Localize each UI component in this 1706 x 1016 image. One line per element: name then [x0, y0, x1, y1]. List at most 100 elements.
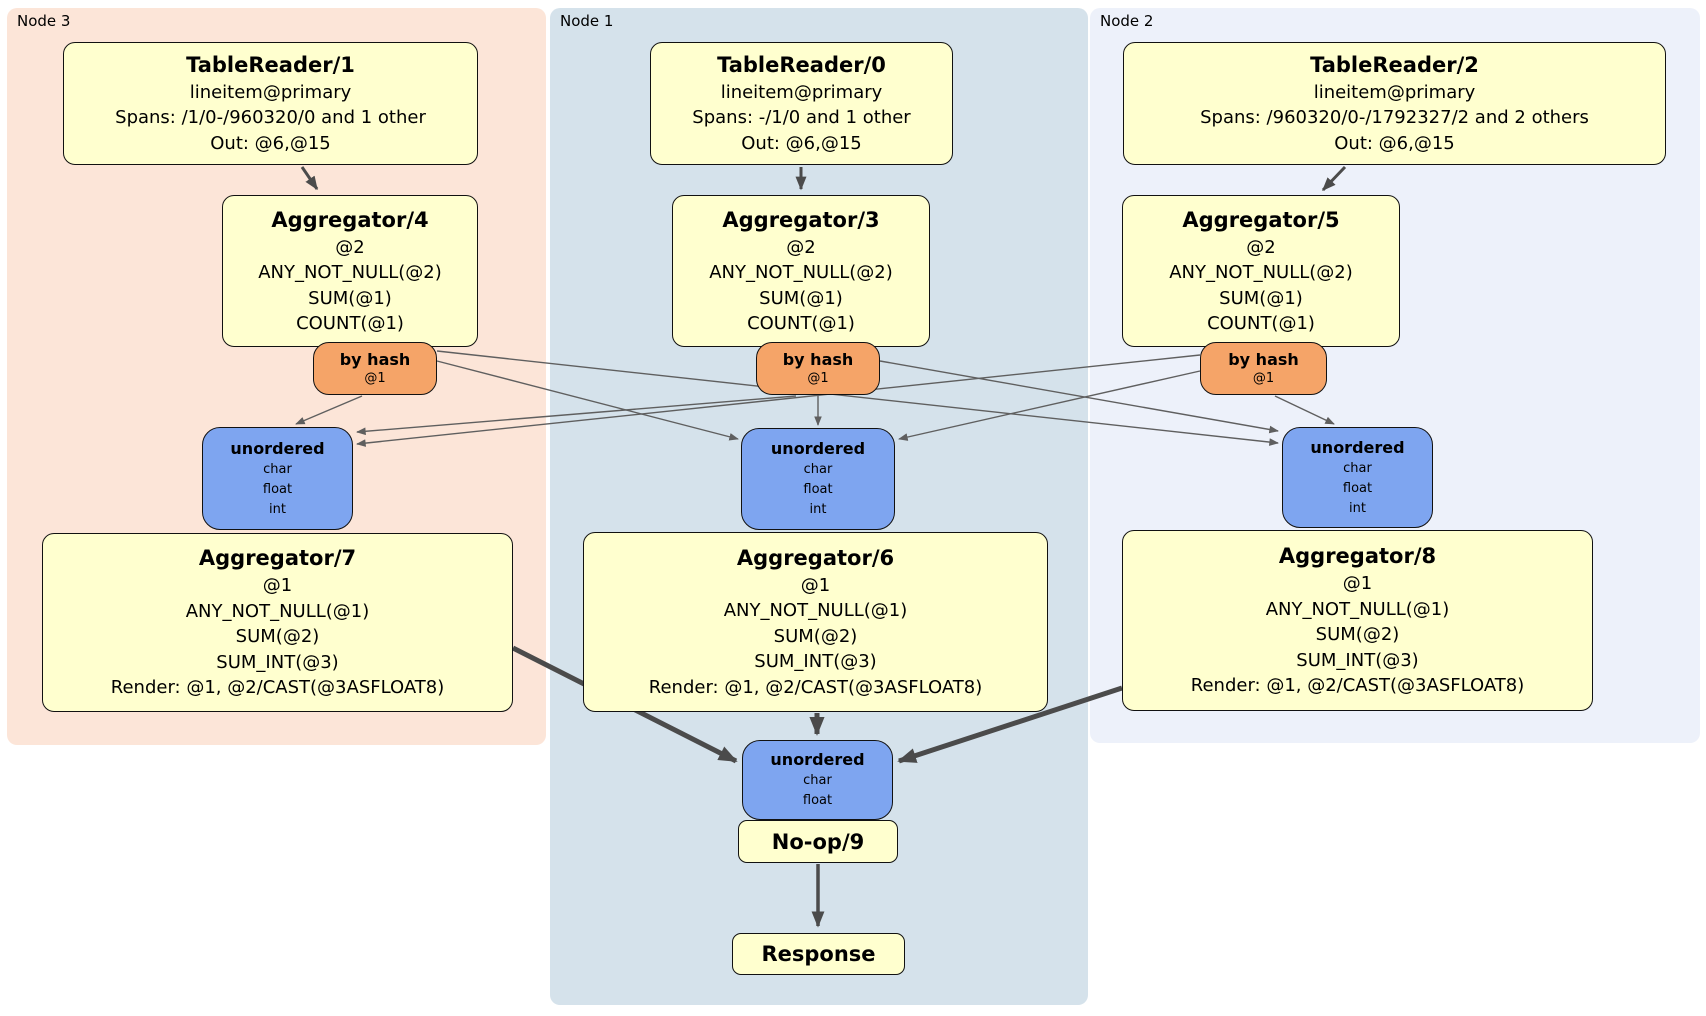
detail-line: Render: @1, @2/CAST(@3ASFLOAT8) — [648, 676, 983, 698]
detail-line: float — [1342, 480, 1373, 496]
processor-title: TableReader/0 — [717, 52, 886, 77]
detail-line: Out: @6,@15 — [210, 132, 331, 154]
detail-line: char — [263, 461, 292, 477]
processor-aggregator-8: Aggregator/8 @1 ANY_NOT_NULL(@1) SUM(@2)… — [1122, 530, 1593, 711]
detail-line: ANY_NOT_NULL(@1) — [723, 600, 908, 622]
detail-line: int — [809, 502, 827, 517]
processor-title: Aggregator/4 — [271, 207, 429, 232]
edge-tr2-agg5 — [1321, 165, 1347, 192]
processor-aggregator-4: Aggregator/4 @2 ANY_NOT_NULL(@2) SUM(@1)… — [222, 195, 478, 347]
router-by-hash-node1: by hash @1 — [756, 342, 880, 395]
detail-line: COUNT(@1) — [296, 313, 404, 334]
detail-line: Out: @6,@15 — [1334, 132, 1455, 154]
detail-line: SUM(@2) — [1315, 624, 1400, 646]
node2-label: Node 2 — [1100, 12, 1154, 30]
detail-line: @2 — [1246, 236, 1276, 258]
detail-line: char — [803, 773, 832, 788]
sync-unordered-node1: unordered char float int — [741, 428, 895, 530]
detail-line: ANY_NOT_NULL(@2) — [709, 262, 893, 283]
detail-line: lineitem@primary — [720, 81, 883, 103]
sync-title: unordered — [230, 438, 325, 458]
detail-line: Render: @1, @2/CAST(@3ASFLOAT8) — [1190, 675, 1525, 697]
router-title: by hash — [1228, 350, 1299, 369]
processor-title: Aggregator/3 — [722, 207, 880, 232]
detail-line: char — [803, 462, 833, 477]
edge-hash1-un3 — [356, 395, 797, 436]
detail-line: int — [1349, 500, 1366, 516]
detail-line: @1 — [1252, 371, 1275, 386]
processor-title: Aggregator/5 — [1182, 207, 1340, 232]
router-title: by hash — [782, 350, 854, 369]
detail-line: @1 — [800, 574, 831, 596]
processor-aggregator-5: Aggregator/5 @2 ANY_NOT_NULL(@2) SUM(@1)… — [1122, 195, 1400, 347]
detail-line: SUM(@1) — [1219, 287, 1303, 309]
detail-line: SUM_INT(@3) — [216, 651, 339, 673]
detail-line: SUM(@1) — [308, 287, 392, 309]
processor-tablereader-0: TableReader/0 lineitem@primary Spans: -/… — [650, 42, 953, 165]
processor-aggregator-7: Aggregator/7 @1 ANY_NOT_NULL(@1) SUM(@2)… — [42, 533, 513, 712]
detail-line: SUM_INT(@3) — [754, 651, 877, 673]
processor-title: Aggregator/7 — [198, 546, 357, 571]
edge-hash2-un3 — [356, 354, 1201, 447]
detail-line: COUNT(@1) — [747, 313, 855, 334]
sync-title: unordered — [1310, 437, 1405, 457]
edge-hash1-un2 — [879, 360, 1279, 434]
edge-tr1-agg4 — [300, 166, 319, 191]
processor-response: Response — [732, 933, 905, 975]
edge-hash2-un2 — [1274, 395, 1335, 425]
detail-line: SUM(@1) — [759, 287, 843, 309]
processor-title: Aggregator/6 — [736, 545, 895, 570]
detail-line: SUM(@2) — [235, 626, 320, 648]
router-by-hash-node2: by hash @1 — [1200, 342, 1327, 395]
sync-title: unordered — [770, 750, 865, 769]
edge-hash3-un3 — [295, 395, 363, 425]
detail-line: float — [802, 793, 833, 808]
detail-line: char — [1343, 460, 1372, 476]
processor-title: Response — [761, 942, 876, 966]
processor-tablereader-2: TableReader/2 lineitem@primary Spans: /9… — [1123, 42, 1666, 165]
processor-title: TableReader/1 — [186, 52, 355, 77]
node1-label: Node 1 — [560, 12, 614, 30]
processor-aggregator-6: Aggregator/6 @1 ANY_NOT_NULL(@1) SUM(@2)… — [583, 532, 1048, 712]
detail-line: COUNT(@1) — [1207, 313, 1315, 334]
sync-title: unordered — [770, 439, 866, 458]
detail-line: Spans: -/1/0 and 1 other — [692, 107, 911, 129]
edge-hash2-un1 — [898, 370, 1201, 441]
detail-line: @2 — [786, 236, 816, 258]
detail-line: @2 — [335, 236, 365, 258]
detail-line: ANY_NOT_NULL(@1) — [185, 600, 370, 622]
detail-line: @1 — [262, 575, 293, 597]
detail-line: @1 — [364, 371, 386, 386]
detail-line: Spans: /1/0-/960320/0 and 1 other — [115, 107, 426, 129]
detail-line: int — [269, 501, 286, 517]
detail-line: ANY_NOT_NULL(@2) — [258, 262, 442, 283]
edge-hash3-un1 — [436, 360, 739, 441]
node3-label: Node 3 — [17, 12, 71, 30]
detail-line: lineitem@primary — [1313, 81, 1476, 103]
sync-unordered-final: unordered char float — [742, 740, 893, 820]
sync-unordered-node3: unordered char float int — [202, 427, 353, 530]
processor-aggregator-3: Aggregator/3 @2 ANY_NOT_NULL(@2) SUM(@1)… — [672, 195, 930, 347]
detail-line: @1 — [1342, 573, 1373, 595]
processor-noop-9: No-op/9 — [738, 820, 898, 863]
detail-line: SUM_INT(@3) — [1296, 649, 1419, 671]
processor-title: TableReader/2 — [1310, 52, 1479, 77]
sync-unordered-node2: unordered char float int — [1282, 427, 1433, 528]
processor-title: Aggregator/8 — [1278, 544, 1437, 569]
processor-tablereader-1: TableReader/1 lineitem@primary Spans: /1… — [63, 42, 478, 165]
router-by-hash-node3: by hash @1 — [313, 342, 437, 395]
edge-agg8-unfinal — [897, 685, 1123, 764]
edge-hash3-un2 — [436, 350, 1279, 446]
detail-line: SUM(@2) — [773, 625, 858, 647]
detail-line: Render: @1, @2/CAST(@3ASFLOAT8) — [110, 677, 445, 699]
detail-line: ANY_NOT_NULL(@1) — [1265, 598, 1450, 620]
processor-title: No-op/9 — [771, 829, 865, 854]
router-title: by hash — [339, 350, 411, 369]
detail-line: float — [803, 482, 833, 497]
detail-line: Out: @6,@15 — [741, 132, 862, 154]
detail-line: float — [262, 481, 293, 497]
detail-line: ANY_NOT_NULL(@2) — [1169, 262, 1353, 283]
detail-line: lineitem@primary — [189, 81, 352, 103]
detail-line: @1 — [807, 371, 829, 386]
